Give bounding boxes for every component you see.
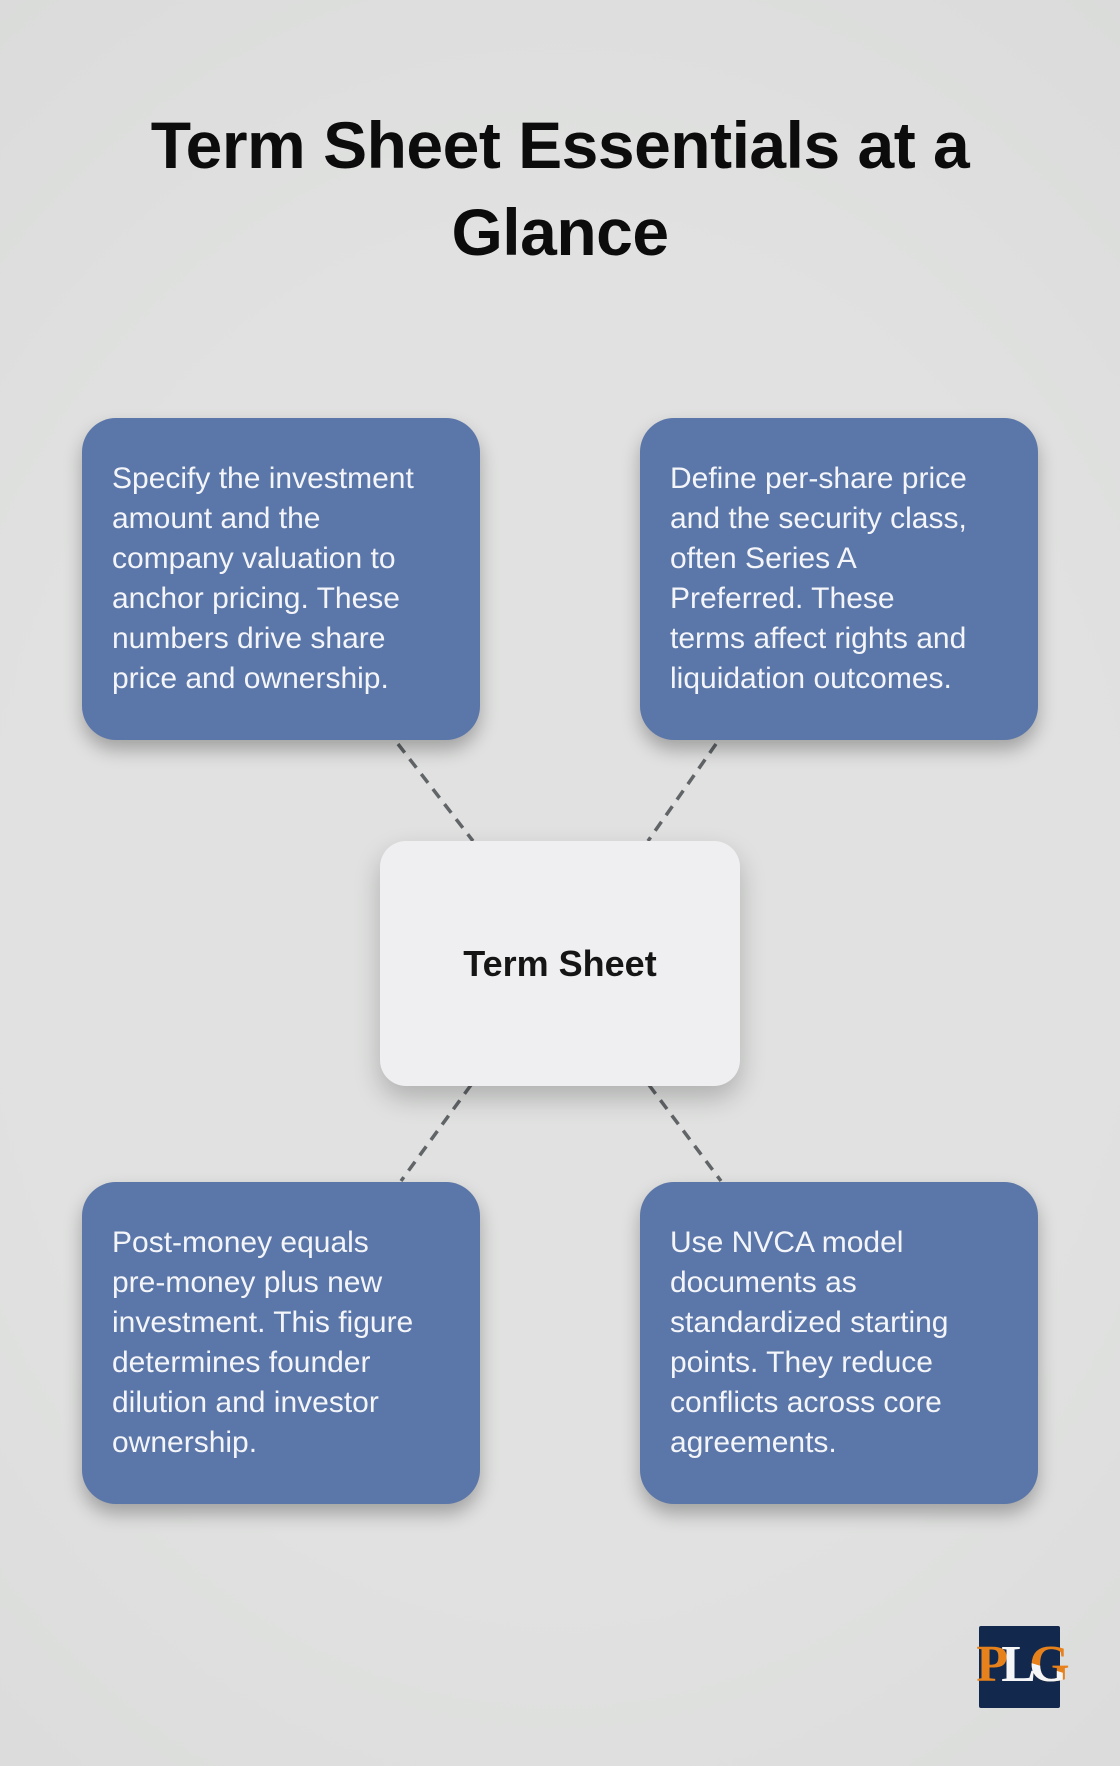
card-text-line: conflicts across core (670, 1386, 942, 1419)
connector-dashed-line-bottom-left (399, 1083, 473, 1183)
card-text-line: documents as (670, 1266, 857, 1299)
card-text-line: pre-money plus new (112, 1266, 383, 1299)
card-text-line: Define per-share price (670, 462, 967, 495)
card-text-line: Use NVCA model (670, 1226, 904, 1259)
card-text-line: anchor pricing. These (112, 582, 400, 615)
info-card-share-price-security: Define per-share price and the security … (640, 418, 1038, 740)
connector-dashed-line-top-right (646, 742, 718, 843)
card-text-line: often Series A (670, 542, 857, 575)
card-text-line: points. They reduce (670, 1346, 933, 1379)
card-text-line: amount and the (112, 502, 321, 535)
logo-letter-p: P (976, 1636, 1008, 1693)
info-card-post-money: Post-money equals pre-money plus new inv… (82, 1182, 480, 1504)
info-card-investment-valuation: Specify the investment amount and the co… (82, 418, 480, 740)
card-text-line: ownership. (112, 1426, 258, 1459)
center-node-label: Term Sheet (463, 942, 657, 984)
card-text-line: company valuation to (112, 542, 396, 575)
card-text-line: standardized starting (670, 1306, 949, 1339)
card-text-line: liquidation outcomes. (670, 662, 952, 695)
logo-letter-l: L (1001, 1636, 1036, 1693)
card-text-line: price and ownership. (112, 662, 389, 695)
card-text-line: Preferred. These (670, 582, 895, 615)
connector-dashed-line-top-left (396, 742, 475, 843)
card-text-line: dilution and investor (112, 1386, 379, 1419)
card-text-line: Specify the investment (112, 462, 414, 495)
card-text-line: numbers drive share (112, 622, 386, 655)
card-text-line: determines founder (112, 1346, 371, 1379)
card-text-line: agreements. (670, 1426, 837, 1459)
card-text-line: investment. This figure (112, 1306, 414, 1339)
center-node-term-sheet: Term Sheet (380, 841, 740, 1086)
page-title: Term Sheet Essentials at a Glance (150, 108, 970, 269)
card-text-line: terms affect rights and (670, 622, 967, 655)
info-card-nvca-documents: Use NVCA model documents as standardized… (640, 1182, 1038, 1504)
card-text-line: Post-money equals (112, 1226, 369, 1259)
connector-dashed-line-bottom-right (647, 1083, 723, 1183)
card-text-line: and the security class, (670, 502, 967, 535)
